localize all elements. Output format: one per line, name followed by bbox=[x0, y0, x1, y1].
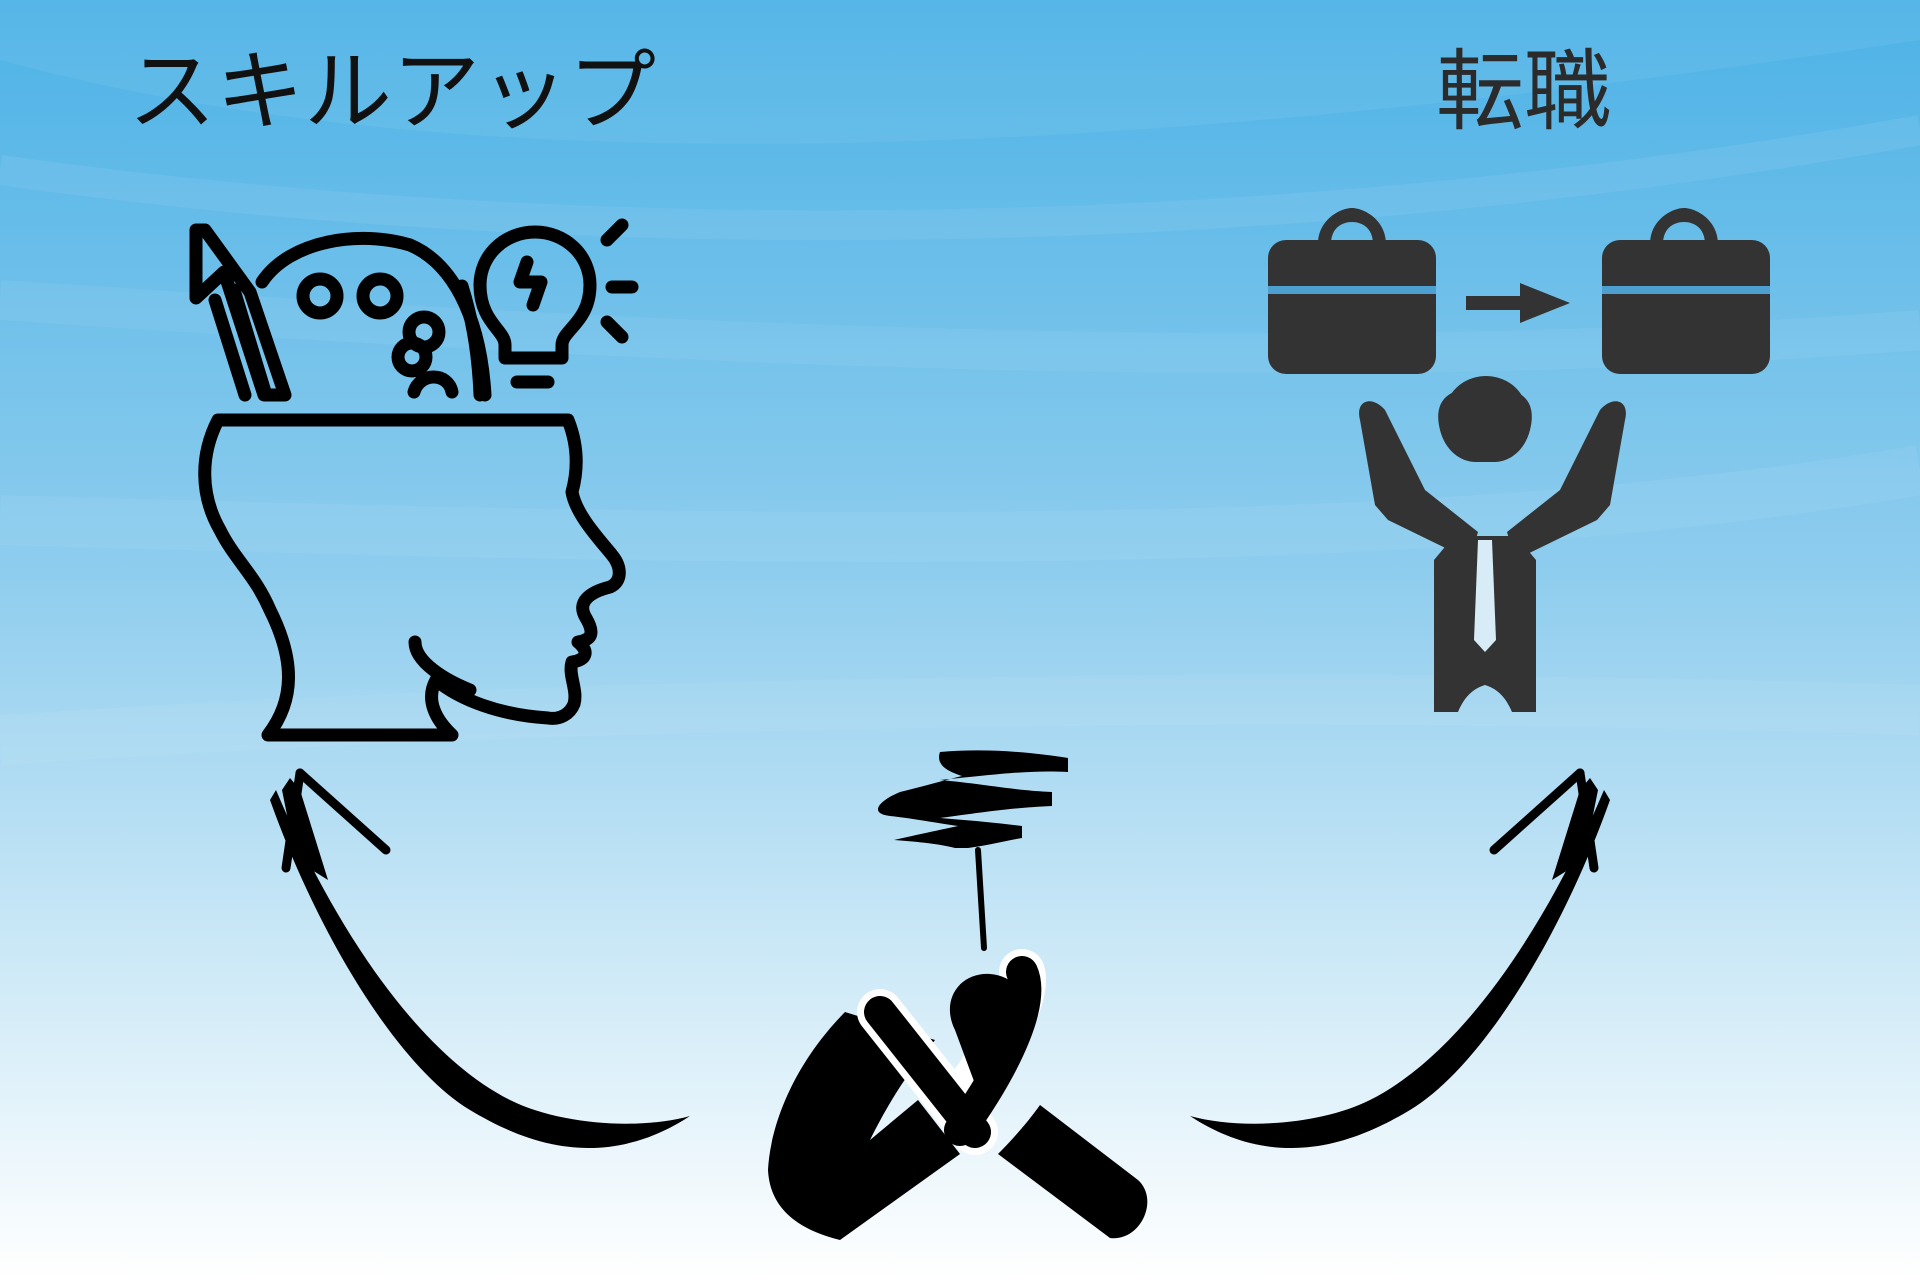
job-change-label: 転職 bbox=[1436, 40, 1613, 143]
worried-crouching-person-icon bbox=[768, 750, 1148, 1240]
arrow-to-skill-up bbox=[270, 768, 690, 1149]
skill-up-label: スキルアップ bbox=[128, 40, 657, 143]
arrow-to-job-change bbox=[1190, 768, 1610, 1149]
businessman-changing-jobs-icon bbox=[1268, 208, 1770, 712]
briefcase-icon bbox=[1268, 208, 1436, 374]
briefcase-icon bbox=[1602, 208, 1770, 374]
arrow-right-icon bbox=[1466, 283, 1570, 323]
head-with-ideas-icon bbox=[189, 218, 639, 742]
